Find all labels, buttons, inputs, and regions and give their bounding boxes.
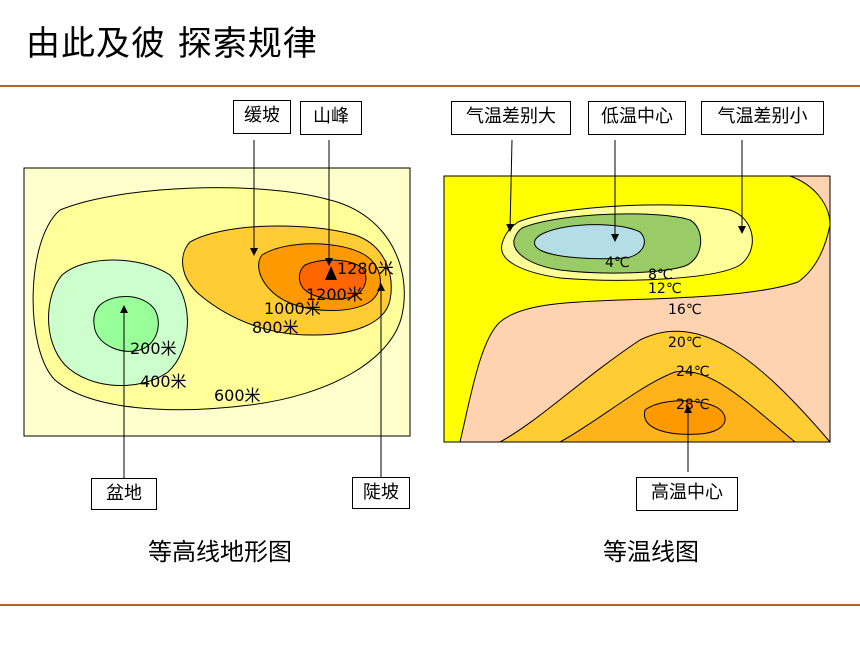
contour-400-label: 400米: [140, 372, 187, 391]
isotherm-map: 4℃ 8℃ 12℃ 16℃ 20℃ 24℃ 28℃: [443, 139, 832, 472]
isotherm-4-label: 4℃: [605, 255, 630, 271]
top-divider: [0, 85, 860, 87]
contour-600-label: 600米: [214, 386, 261, 405]
isotherm-8-label: 8℃: [648, 267, 673, 283]
contour-map: 1280米 1200米 1000米 800米 600米 400米 200米: [23, 140, 411, 478]
high-temperature-center-label: 高温中心: [636, 477, 738, 511]
isotherm-28: [644, 400, 726, 435]
contour-1000-label: 1000米: [264, 299, 321, 318]
isotherm-16-label: 16℃: [668, 302, 702, 318]
peak-triangle-icon: [325, 266, 337, 280]
contour-800-label: 800米: [252, 318, 299, 337]
basin-label: 盆地: [91, 478, 157, 510]
isotherm-12-label: 12℃: [648, 281, 682, 297]
temperature-difference-small-label: 气温差别小: [701, 101, 824, 135]
steep-slope-label: 陡坡: [352, 477, 410, 509]
contour-200-label: 200米: [130, 339, 177, 358]
temperature-difference-large-label: 气温差别大: [451, 101, 571, 135]
contour-1280-label: 1280米: [337, 259, 394, 278]
contour-200: [93, 295, 159, 352]
bottom-divider: [0, 604, 860, 606]
contour-map-caption: 等高线地形图: [148, 538, 292, 566]
diff-large-arrow: [506, 139, 515, 232]
gentle-slope-label: 缓坡: [233, 100, 291, 134]
contour-1200-label: 1200米: [306, 285, 363, 304]
page-title: 由此及彼 探索规律: [26, 24, 318, 64]
isotherm-20-label: 20℃: [668, 335, 702, 351]
isotherm-map-caption: 等温线图: [603, 538, 699, 566]
isotherm-4: [534, 224, 645, 260]
peak-label: 山峰: [300, 101, 362, 135]
isotherm-28-label: 28℃: [676, 397, 710, 413]
isotherm-24-label: 24℃: [676, 364, 710, 380]
low-temperature-center-label: 低温中心: [588, 101, 686, 135]
